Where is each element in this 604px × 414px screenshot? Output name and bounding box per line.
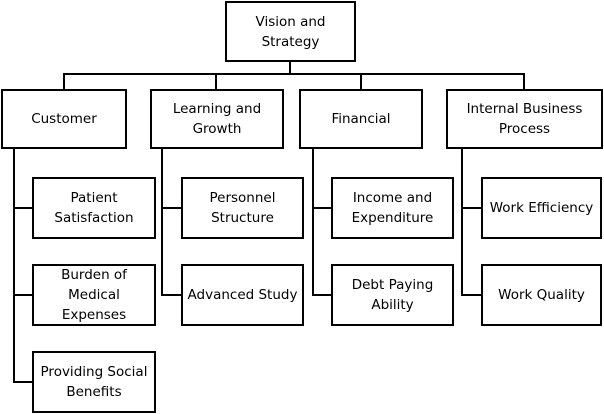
measure-debt-paying-ability: Debt Paying Ability: [331, 264, 454, 326]
measure-patient-satisfaction: Patient Satisfaction: [32, 177, 156, 239]
measure-providing-social-benefits: Providing Social Benefits: [32, 351, 156, 413]
perspective-internal-business-process: Internal Business Process: [446, 89, 603, 149]
measure-personnel-structure: Personnel Structure: [181, 177, 304, 239]
measure-work-quality: Work Quality: [481, 264, 602, 326]
measure-work-efficiency: Work Efficiency: [481, 177, 602, 239]
root-node: Vision and Strategy: [225, 1, 356, 62]
measure-income-and-expenditure: Income and Expenditure: [331, 177, 454, 239]
perspective-customer: Customer: [1, 89, 127, 149]
measure-advanced-study: Advanced Study: [181, 264, 304, 326]
perspective-financial: Financial: [299, 89, 423, 149]
perspective-learning-and-growth: Learning and Growth: [150, 89, 284, 149]
measure-burden-of-medical-expenses: Burden of Medical Expenses: [32, 264, 156, 326]
